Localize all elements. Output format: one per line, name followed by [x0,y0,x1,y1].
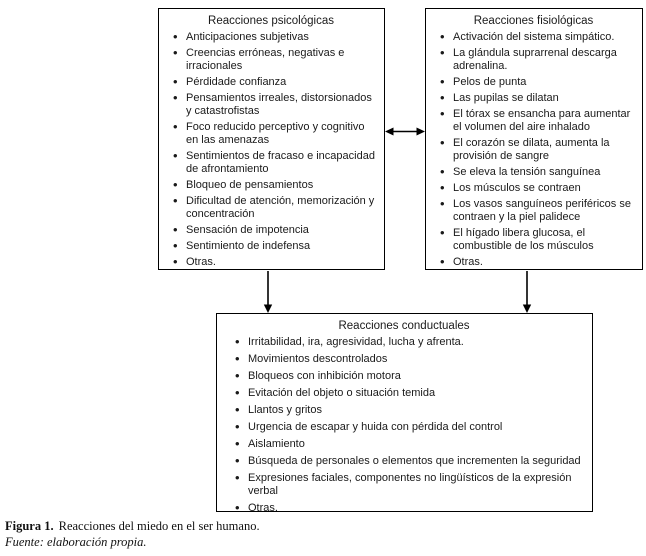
list-item: Se eleva la tensión sanguínea [438,165,635,179]
list-item: Pérdidade confianza [171,75,377,89]
list-item: Evitación del objeto o situación temida [233,386,585,400]
list-item: Expresiones faciales, componentes no lin… [233,471,585,498]
list-item: Pelos de punta [438,75,635,89]
list-item: Movimientos descontrolados [233,352,585,366]
list-item: Activación del sistema simpático. [438,30,635,44]
down-arrow-left-icon [263,271,273,313]
figure-caption-line: Figura 1. Reacciones del miedo en el ser … [5,518,260,534]
list-item: Dificultad de atención, memorización y c… [171,194,377,221]
list-item: El corazón se dilata, aumenta la provisi… [438,136,635,163]
figure-source: Fuente: elaboración propia. [5,535,147,549]
list-item: Anticipaciones subjetivas [171,30,377,44]
list-item: La glándula suprarrenal descarga adrenal… [438,46,635,73]
down-arrow-right-icon [522,271,532,313]
box-behavioral-reactions: Reacciones conductuales Irritabilidad, i… [216,313,593,515]
list-item: Aislamiento [233,437,585,451]
list-item: Foco reducido perceptivo y cognitivo en … [171,120,377,147]
list-item: Búsqueda de personales o elementos que i… [233,454,585,468]
list-item: Los vasos sanguíneos periféricos se cont… [438,197,635,224]
list-item: El hígado libera glucosa, el combustible… [438,226,635,253]
behavioral-bullet-list: Irritabilidad, ira, agresividad, lucha y… [221,335,587,515]
figure-label: Figura 1. [5,519,54,533]
list-item: Otras. [438,255,635,269]
list-item: El tórax se ensancha para aumentar el vo… [438,107,635,134]
list-item: Creencias erróneas, negativas e irracion… [171,46,377,73]
list-item: Otras. [171,255,377,269]
box-title-psychological: Reacciones psicológicas [208,15,334,27]
figure-caption: Figura 1. Reacciones del miedo en el ser … [5,518,260,550]
list-item: Las pupilas se dilatan [438,91,635,105]
list-item: Sentimiento de indefensa [171,239,377,253]
list-item: Bloqueo de pensamientos [171,178,377,192]
box-physiological-reactions: Reacciones fisiológicas Activación del s… [425,8,643,270]
box-psychological-reactions: Reacciones psicológicas Anticipaciones s… [158,8,385,270]
double-arrow-icon [385,127,425,136]
list-item: Urgencia de escapar y huida con pérdida … [233,420,585,434]
list-item: Bloqueos con inhibición motora [233,369,585,383]
list-item: Llantos y gritos [233,403,585,417]
list-item: Pensamientos irreales, distorsionados y … [171,91,377,118]
box-title-behavioral: Reacciones conductuales [338,320,470,332]
list-item: Los músculos se contraen [438,181,635,195]
box-title-physiological: Reacciones fisiológicas [473,15,594,27]
figure-title: Reacciones del miedo en el ser humano. [58,519,260,533]
list-item: Sensación de impotencia [171,223,377,237]
list-item: Otras. [233,501,585,515]
psychological-bullet-list: Anticipaciones subjetivasCreencias errón… [163,30,379,269]
list-item: Irritabilidad, ira, agresividad, lucha y… [233,335,585,349]
list-item: Sentimientos de fracaso e incapacidad de… [171,149,377,176]
physiological-bullet-list: Activación del sistema simpático. La glán… [430,30,637,269]
